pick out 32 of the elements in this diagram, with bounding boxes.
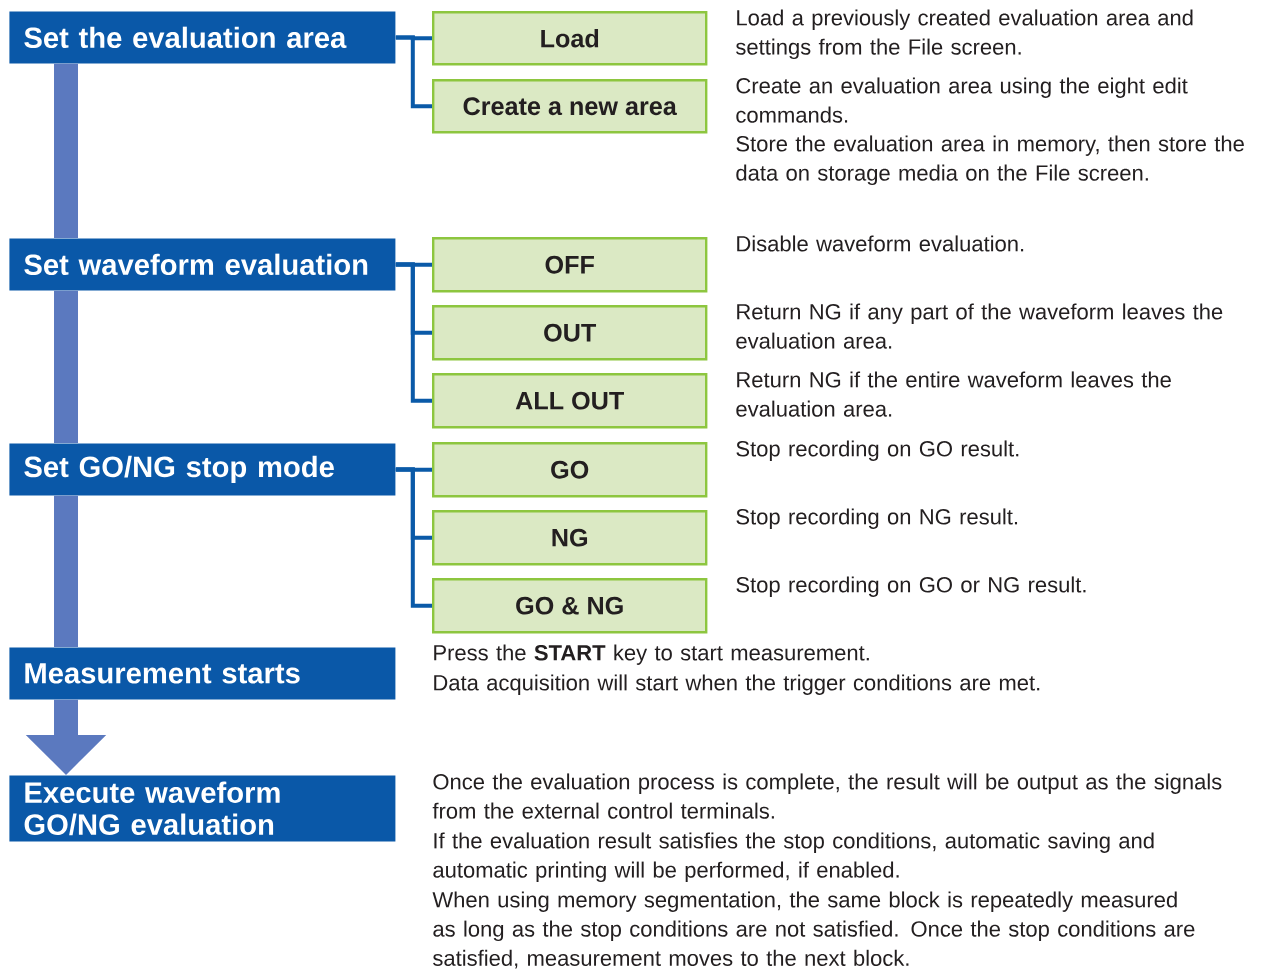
step-box: Set the evaluation area (9, 11, 396, 64)
option-box: GO & NG (432, 578, 708, 634)
description-text: Once the evaluation process is complete, the result will be output as the signals from the external control terminals. (432, 773, 1222, 819)
connector (395, 35, 432, 109)
option-box: NG (432, 510, 708, 566)
option-box: Create a new area (432, 79, 708, 134)
description-text: Load a previously created evaluation area and settings from the File screen. (736, 9, 1193, 60)
description-text: Store the evaluation area in memory, then store the data on storage media on the File screen. (736, 135, 1244, 186)
option-box: GO (432, 442, 708, 498)
description-text: Disable waveform evaluation. (737, 235, 1024, 252)
option-box: OFF (432, 237, 708, 293)
step-box: Measurement starts (9, 647, 396, 700)
description-text: When using memory segmentation, the same block is repeatedly measured as long as the stop conditions are not satisfied. Once the stop conditions are satisfied, measurement moves to the next block. (432, 891, 1195, 969)
step-box: Set waveform evaluation (9, 238, 396, 291)
connector (395, 467, 432, 608)
description-text: Return NG if the entire waveform leaves the evaluation area. (736, 371, 1171, 417)
description-text: Stop recording on GO result. (736, 440, 1019, 461)
option-box: OUT (432, 305, 708, 361)
option-box: ALL OUT (432, 373, 708, 429)
description-text: Data acquisition will start when the trigger conditions are met. (434, 674, 1040, 695)
description-text: Stop recording on NG result. (736, 508, 1018, 529)
option-box: Load (432, 11, 708, 66)
description-text: If the evaluation result satisfies the stop conditions, automatic saving and automatic printing will be performed, if enabled. (433, 832, 1154, 883)
connector (54, 63, 78, 238)
description-text: Stop recording on GO or NG result. (736, 576, 1086, 597)
step-box: Set GO/NG stop mode (9, 443, 396, 496)
description-text: Return NG if any part of the waveform leaves the evaluation area. (736, 303, 1223, 349)
description-text: Create an evaluation area using the eight edit commands. (736, 77, 1188, 123)
connector (395, 262, 432, 403)
description-text: Press the START key to start measurement. (434, 644, 869, 665)
step-box: Execute waveform GO/NG evaluation (9, 775, 396, 842)
connector (54, 290, 78, 443)
